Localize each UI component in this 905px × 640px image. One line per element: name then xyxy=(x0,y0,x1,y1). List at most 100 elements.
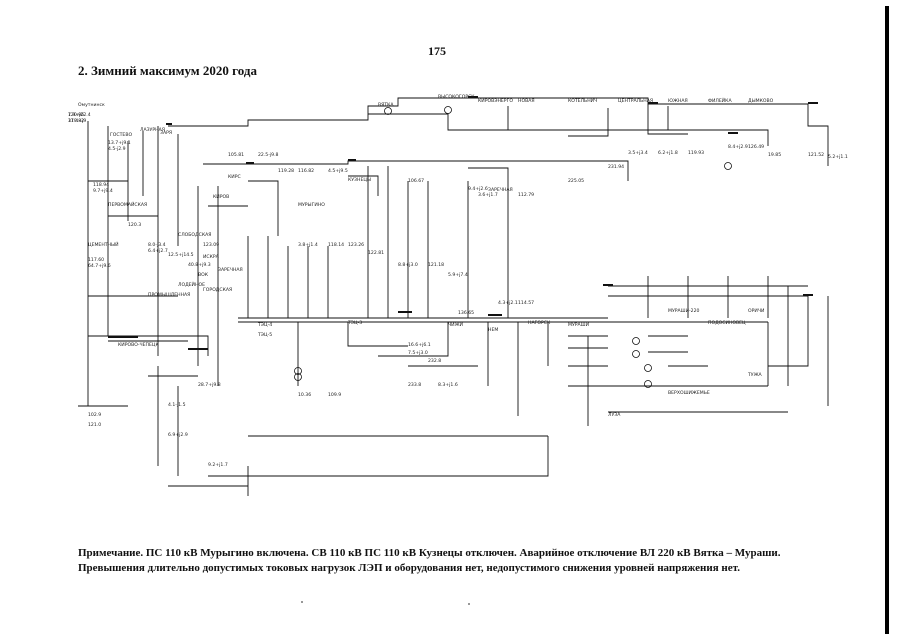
diagram-value-label: 126.49 xyxy=(748,144,764,150)
diagram-node-label: ЧИЖИ xyxy=(448,322,463,328)
diagram-node-label: НЕМ xyxy=(488,327,498,333)
diagram-value-label: 22.5-j9.8 xyxy=(258,152,279,158)
power-grid-diagram: ОмутнинскГОСТЕВОЛАЗУРНАЯЗАРЯПЕРВОМАЙСКАЯ… xyxy=(68,94,848,496)
diagram-value-label: 114.57 xyxy=(518,300,534,306)
diagram-value-label: 232.8 xyxy=(428,358,441,364)
diagram-value-label: 233.8 xyxy=(408,382,421,388)
diagram-value-label: 6.9+j2.9 xyxy=(168,432,188,438)
diagram-labels: ОмутнинскГОСТЕВОЛАЗУРНАЯЗАРЯПЕРВОМАЙСКАЯ… xyxy=(68,94,848,468)
diagram-node-label: КОТЕЛЬНИЧ xyxy=(568,98,597,104)
diagram-value-label: 64.7+j9.6 xyxy=(88,263,111,269)
diagram-value-label: 13.7+j9.1 xyxy=(108,140,131,146)
diagram-value-label: 121.52 xyxy=(808,152,824,158)
diagram-value-label: 225.05 xyxy=(568,178,584,184)
diagram-value-label: 105.81 xyxy=(228,152,244,158)
diagram-value-label: 123.26 xyxy=(348,242,364,248)
diagram-value-label: 4.3+j2.1 xyxy=(498,300,518,306)
diagram-node-label: ЗАРЕЧНАЯ xyxy=(488,187,513,193)
diagram-node-label: ДЫМКОВО xyxy=(748,98,774,104)
diagram-value-label: 102.9 xyxy=(88,412,101,418)
diagram-value-label: 6.2+j1.8 xyxy=(658,150,678,156)
diagram-value-label: 7.5+j3.0 xyxy=(408,350,428,356)
diagram-node-label: ЦЕМЕНТНЫЙ xyxy=(88,241,119,248)
diagram-value-label: 116.82 xyxy=(298,168,314,174)
scan-speck xyxy=(468,603,470,605)
diagram-value-label: 118.94 xyxy=(93,182,109,188)
diagram-value-label: 8.0-j3.4 xyxy=(148,242,166,248)
diagram-value-label: 5.9+j7.4 xyxy=(448,272,468,278)
diagram-value-label: 16.6+j6.1 xyxy=(408,342,431,348)
diagram-node-label: ОРИЧИ xyxy=(748,308,764,314)
diagram-node-label: ЛУЗА xyxy=(608,412,621,418)
diagram-value-label: 3.6+j1.7 xyxy=(478,192,498,198)
diagram-value-label: 117.60 xyxy=(88,257,104,263)
diagram-node-label: ЛОДЕЙНОЕ xyxy=(178,281,205,288)
diagram-node-label: ВЕРХОШИЖЕМЬЕ xyxy=(668,390,710,396)
grid-lines xyxy=(78,97,829,496)
diagram-value-label: 37.4+j9 xyxy=(68,118,86,124)
diagram-node-label: ГОСТЕВО xyxy=(110,132,132,138)
diagram-value-label: 12.5+j14.5 xyxy=(168,252,194,258)
diagram-node-label: КИРС xyxy=(228,174,241,180)
diagram-node-label: ТЭЦ-5 xyxy=(257,332,272,338)
diagram-node-label: КУЗНЕЦЫ xyxy=(348,177,371,183)
diagram-node-label: МУРЫГИНО xyxy=(298,202,325,208)
diagram-node-label: ЦЕНТРАЛЬНАЯ xyxy=(618,98,653,104)
diagram-node-label: ЮЖНАЯ xyxy=(668,98,688,104)
section-title: 2. Зимний максимум 2020 года xyxy=(78,63,257,78)
diagram-value-label: 19.85 xyxy=(768,152,781,158)
footnote: Примечание. ПС 110 кВ Мурыгино включена.… xyxy=(78,546,848,576)
diagram-value-label: 120.96 xyxy=(68,112,84,118)
diagram-node-label: Омутнинск xyxy=(78,102,105,108)
transformer-symbols xyxy=(294,106,732,388)
diagram-node-label: ЛАЗУРНАЯ xyxy=(140,127,165,133)
diagram-value-label: 40.8+j9.3 xyxy=(188,262,211,268)
diagram-value-label: 3.5+j3.4 xyxy=(628,150,648,156)
diagram-value-label: 4.5-j2.9 xyxy=(108,146,126,152)
diagram-node-label: ФИЛЕЙКА xyxy=(708,97,732,104)
diagram-value-label: 119.28 xyxy=(278,168,294,174)
diagram-node-label: ГОРОДСКАЯ xyxy=(203,287,232,293)
diagram-value-label: 3.8+j1.4 xyxy=(298,242,318,248)
diagram-value-label: 106.67 xyxy=(408,178,424,184)
page-number: 175 xyxy=(428,44,446,58)
diagram-value-label: 112.79 xyxy=(518,192,534,198)
diagram-value-label: 9.7+j9.4 xyxy=(93,188,113,194)
diagram-value-label: 10.36 xyxy=(298,392,311,398)
bus-markers xyxy=(108,96,818,350)
diagram-node-label: ЗАРЕЧНАЯ xyxy=(218,267,243,273)
diagram-value-label: 122.81 xyxy=(368,250,384,256)
diagram-node-label: ТЭЦ-3 xyxy=(347,320,362,326)
diagram-node-label: ПОДОСИНОВЕЦ xyxy=(708,320,746,326)
diagram-value-label: 4.1-j1.5 xyxy=(168,402,186,408)
diagram-value-label: 28.7+j9.8 xyxy=(198,382,221,388)
diagram-value-label: 6.4+j2.7 xyxy=(148,248,168,254)
diagram-node-label: НАГОРСК xyxy=(528,320,551,326)
diagram-node-label: МУРАШИ xyxy=(568,322,589,328)
diagram-node-label: СЛОБОДСКАЯ xyxy=(178,232,211,238)
diagram-node-label: КИРОВО-ЧЕПЕЦК xyxy=(118,342,159,348)
diagram-value-label: 4.5+j9.5 xyxy=(328,168,348,174)
diagram-node-label: ВЯТКА xyxy=(378,102,394,108)
diagram-value-label: 136.65 xyxy=(458,310,474,316)
diagram-value-label: 231.94 xyxy=(608,164,624,170)
diagram-node-label: ТЭЦ-4 xyxy=(257,322,272,328)
diagram-value-label: 123.09 xyxy=(203,242,219,248)
diagram-value-label: 121.18 xyxy=(428,262,444,268)
diagram-node-label: ЗАРЯ xyxy=(160,130,172,136)
diagram-node-label: ИСКРА xyxy=(203,254,220,260)
diagram-value-label: 7.9+j22.4 xyxy=(68,112,91,118)
diagram-node-label: ВОК xyxy=(198,272,209,278)
diagram-value-label: 8.8+j3.0 xyxy=(398,262,418,268)
diagram-value-label: 118.14 xyxy=(328,242,344,248)
diagram-value-label: 9.4+j2.6 xyxy=(468,186,488,192)
diagram-value-label: 121.0 xyxy=(88,422,101,428)
diagram-node-label: ТУЖА xyxy=(747,372,763,378)
diagram-value-label: 8.3+j1.6 xyxy=(438,382,458,388)
diagram-value-label: 8.4+j2.9 xyxy=(728,144,748,150)
diagram-node-label: ПРОМЫШЛЕННАЯ xyxy=(148,292,190,298)
scan-border xyxy=(885,6,889,634)
diagram-node-label: ВЫСОКОГОРСК xyxy=(438,94,475,100)
diagram-node-label: МУРАШИ-220 xyxy=(668,308,700,314)
diagram-node-label: КИРОВЭНЕРГО xyxy=(478,98,513,104)
